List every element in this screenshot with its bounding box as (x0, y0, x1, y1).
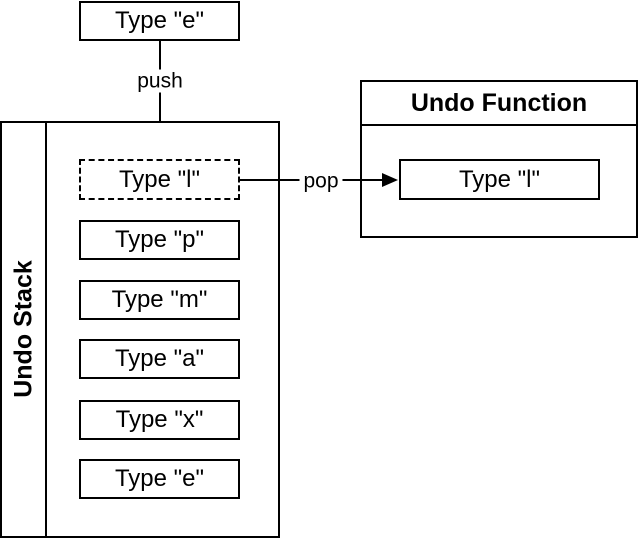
pop-label: pop (299, 169, 343, 193)
stack-item-label: Type "x" (115, 406, 204, 433)
push-label: push (133, 69, 187, 93)
undo-function-item: Type "l" (399, 159, 600, 200)
stack-item-label: Type "m" (111, 286, 208, 313)
stack-item: Type "m" (79, 280, 240, 320)
stack-item: Type "p" (79, 220, 240, 260)
stack-item: Type "a" (79, 339, 240, 379)
undo-stack-title-divider (45, 121, 47, 538)
pop-arrowhead-icon (382, 173, 398, 187)
undo-function-item-label: Type "l" (458, 165, 541, 193)
typed-input-label: Type "e" (114, 7, 205, 34)
stack-item-label: Type "e" (114, 465, 205, 492)
stack-item-label: Type "l" (118, 165, 201, 193)
stack-item-label: Type "p" (114, 226, 205, 253)
undo-function-header: Undo Function (362, 82, 636, 126)
undo-stack-title: Undo Stack (9, 260, 38, 398)
stack-item-label: Type "a" (114, 345, 205, 372)
stack-item-top: Type "l" (79, 159, 240, 200)
stack-item: Type "x" (79, 400, 240, 440)
typed-input-box: Type "e" (79, 1, 240, 41)
undo-function-title: Undo Function (410, 88, 588, 117)
stack-item: Type "e" (79, 459, 240, 499)
